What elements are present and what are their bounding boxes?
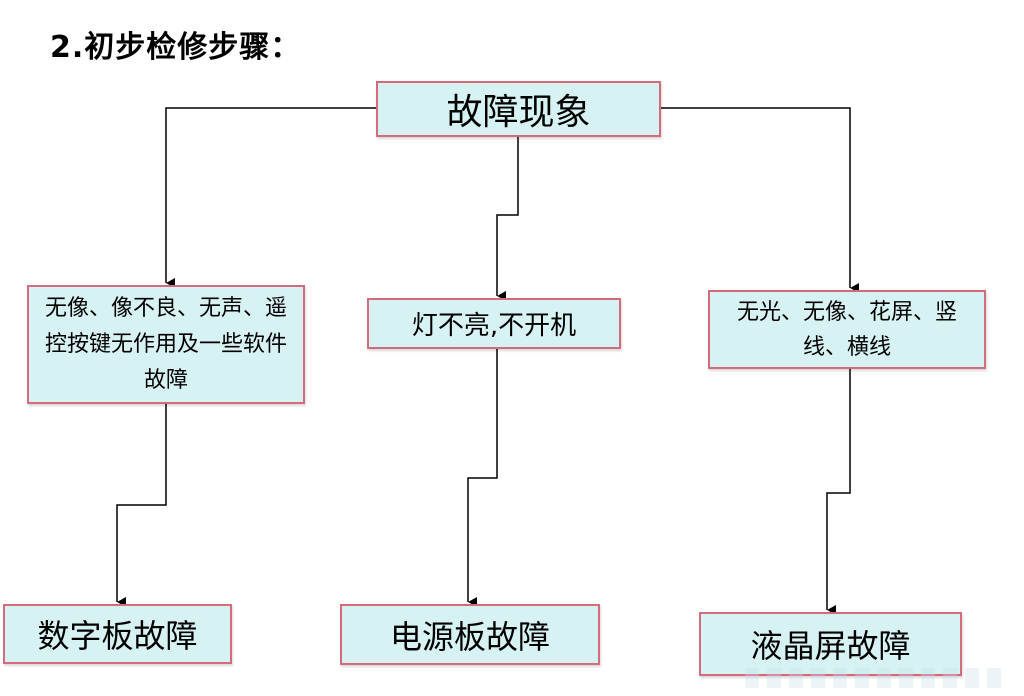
no-power-symptom-box: 灯不亮,不开机 <box>367 298 621 349</box>
connector-left-b1 <box>116 404 167 607</box>
no-light-symptom-box: 无光、无像、花屏、竖线、横线 <box>708 290 986 369</box>
connector-right-b3 <box>826 369 851 615</box>
connector-mid-b2 <box>467 349 498 607</box>
connector-root-right <box>661 107 859 293</box>
fault-symptom-box: 故障现象 <box>376 81 661 137</box>
digital-board-fault-box: 数字板故障 <box>3 604 232 664</box>
power-board-fault-box: 电源板故障 <box>340 604 600 665</box>
connector-root-mid <box>496 137 519 301</box>
page-title: 2.初步检修步骤： <box>50 30 302 65</box>
watermark-strip <box>745 668 1005 688</box>
no-image-symptom-box: 无像、像不良、无声、遥控按键无作用及一些软件故障 <box>27 285 305 404</box>
lcd-panel-fault-box: 液晶屏故障 <box>699 612 962 676</box>
connector-root-left <box>165 107 376 288</box>
